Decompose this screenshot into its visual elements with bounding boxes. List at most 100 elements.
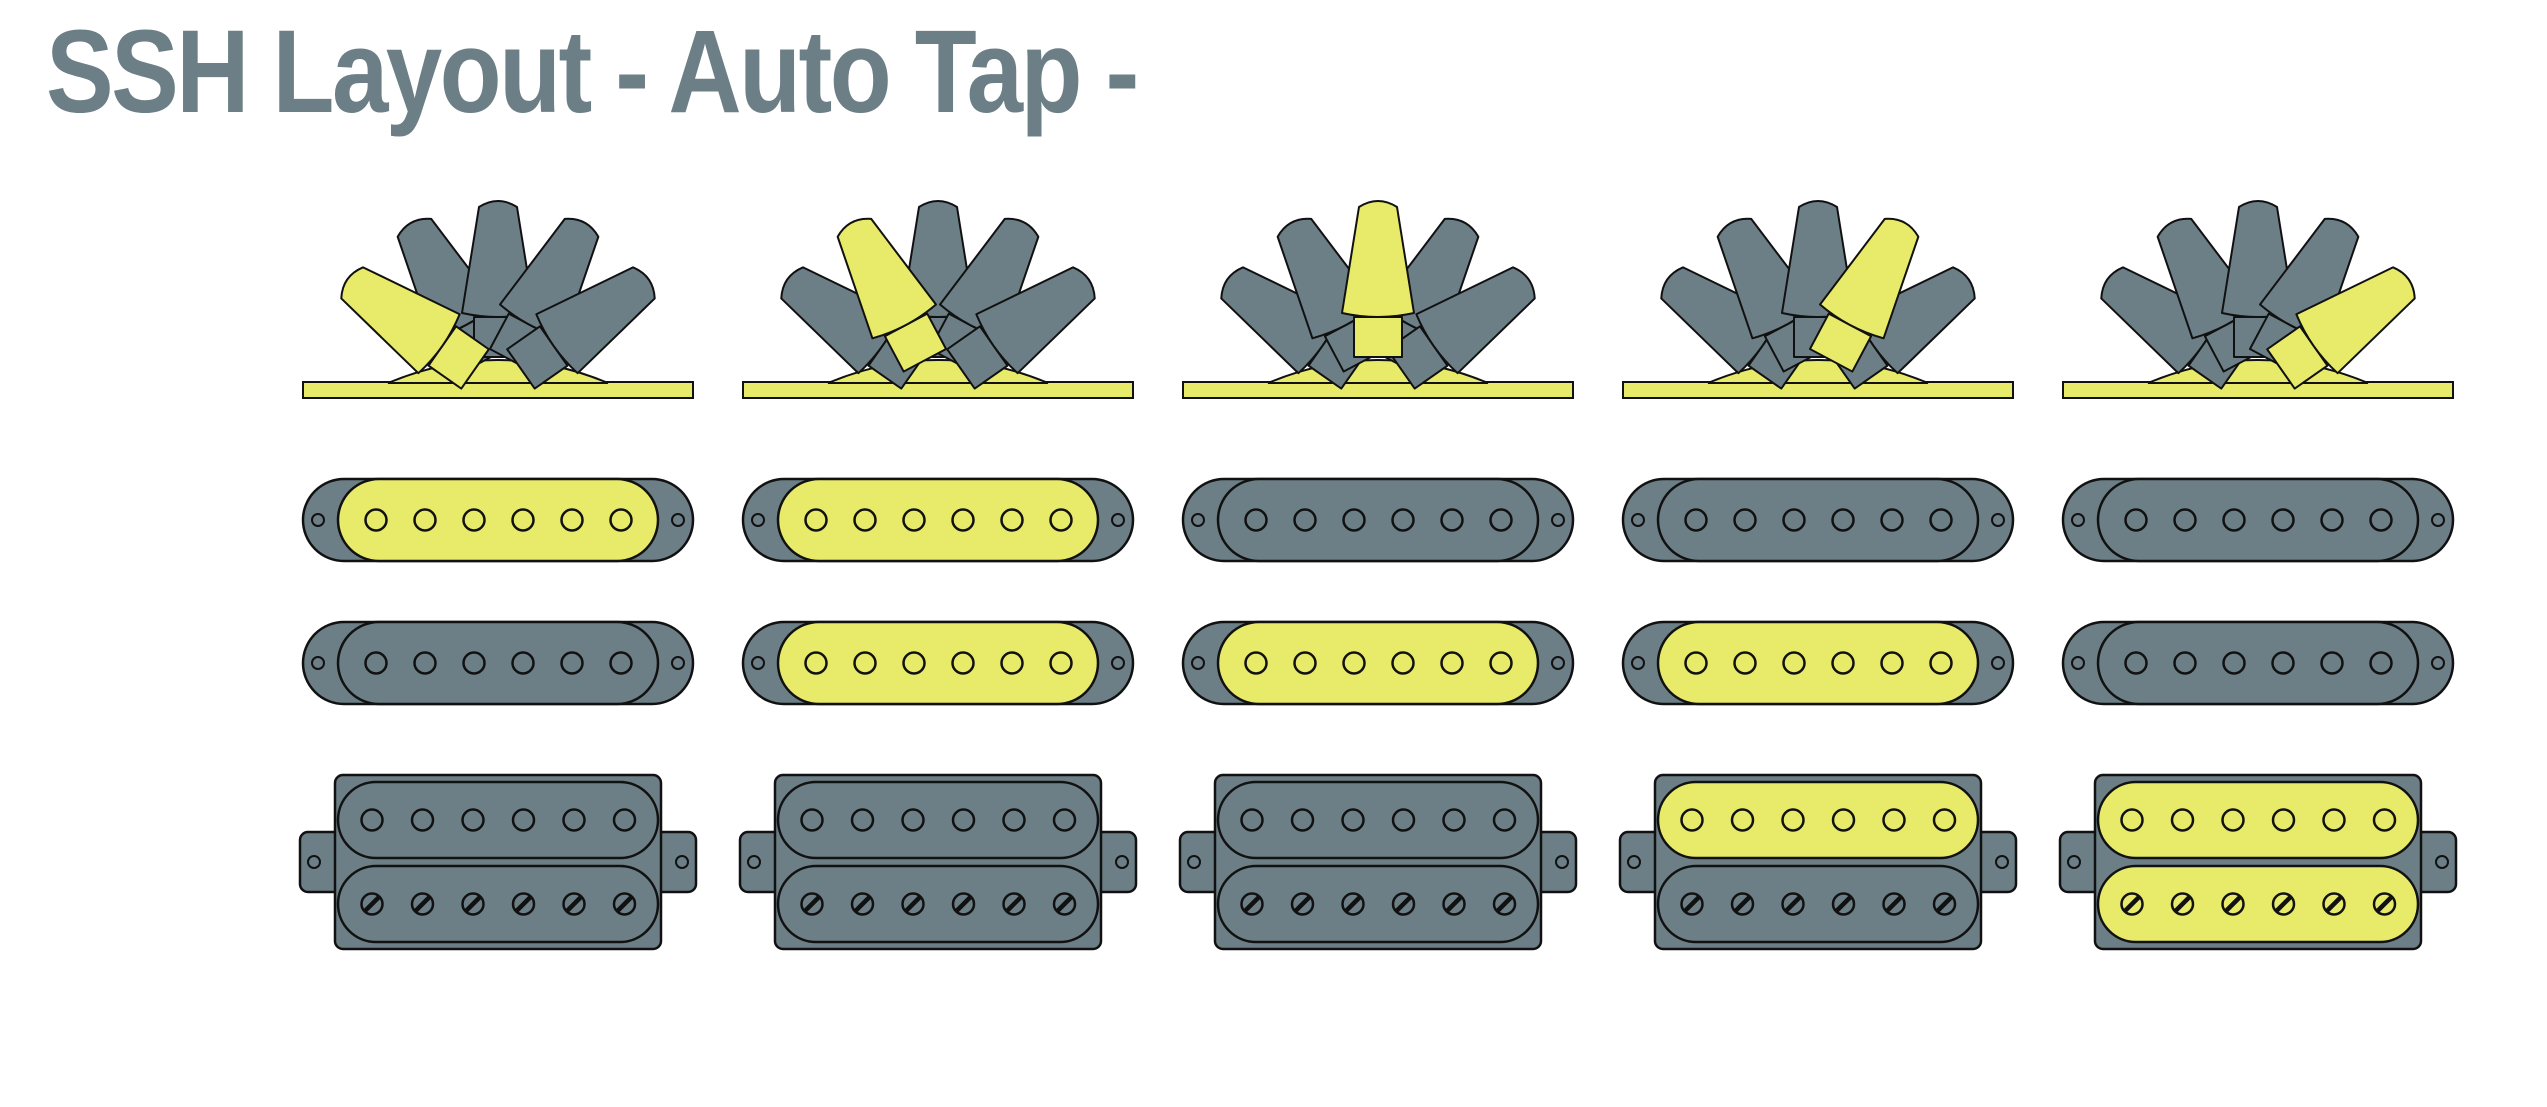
pole-piece-icon	[2221, 808, 2245, 832]
switch-plate	[2062, 381, 2454, 399]
pole-piece-icon	[560, 651, 584, 675]
screw-hole-icon	[2435, 855, 2449, 869]
pole-piece-icon	[2320, 508, 2344, 532]
screw-hole-icon	[1627, 855, 1641, 869]
screw-slot	[2375, 895, 2394, 913]
pole-piece-icon	[951, 808, 976, 832]
pole-piece-icon	[560, 508, 584, 532]
pole-piece-icon	[461, 808, 485, 832]
screw-slot	[954, 895, 973, 913]
screw-slot	[2173, 895, 2192, 913]
selector-switch	[742, 200, 1134, 399]
screw-pole-icon	[2322, 892, 2346, 916]
pole-piece-icon	[1293, 651, 1317, 675]
screw-hole-icon	[307, 855, 321, 869]
screw-slot	[2224, 895, 2242, 913]
pole-piece-icon	[1293, 508, 1317, 532]
pole-piece-icon	[511, 651, 535, 675]
pole-piece-icon	[1052, 808, 1077, 832]
screw-pole-icon	[1781, 892, 1805, 916]
screw-hole-icon	[2431, 513, 2445, 527]
pole-piece-icon	[609, 508, 633, 532]
screw-pole-icon	[850, 892, 875, 916]
screw-slot	[803, 895, 821, 913]
pole-piece-icon	[413, 651, 437, 675]
screw-pole-icon	[2271, 892, 2296, 916]
screw-hole-icon	[1191, 656, 1205, 670]
pole-piece-icon	[1489, 651, 1513, 675]
humbucker-pickup	[738, 773, 1138, 951]
screw-pole-icon	[1492, 892, 1517, 916]
humbucker-south-coil	[1656, 864, 1980, 944]
screw-slot	[2274, 895, 2293, 913]
pole-piece-icon	[804, 508, 828, 532]
screw-hole-icon	[1551, 656, 1565, 670]
screw-slot	[1683, 895, 1701, 913]
screw-slot	[2325, 895, 2343, 913]
pole-piece-icon	[1440, 651, 1464, 675]
screw-slot	[1784, 895, 1802, 913]
selector-switch	[302, 200, 694, 399]
pole-piece-icon	[1831, 651, 1855, 675]
pole-piece-icon	[364, 651, 388, 675]
screw-slot	[1445, 895, 1463, 913]
pole-piece-icon	[1882, 808, 1906, 832]
pole-piece-icon	[853, 651, 877, 675]
pole-piece-icon	[850, 808, 875, 832]
switch-plate	[302, 381, 694, 399]
pole-piece-icon	[2369, 651, 2393, 675]
screw-hole-icon	[1631, 513, 1645, 527]
pole-piece-icon	[1442, 808, 1466, 832]
screw-hole-icon	[311, 513, 325, 527]
pole-piece-icon	[1782, 508, 1806, 532]
lever-5	[506, 266, 656, 390]
pole-piece-icon	[1244, 651, 1268, 675]
screw-pole-icon	[1730, 892, 1755, 916]
pole-piece-icon	[1680, 808, 1704, 832]
pole-piece-icon	[1831, 808, 1856, 832]
pole-piece-icon	[1730, 808, 1755, 832]
pole-piece-icon	[951, 651, 975, 675]
screw-hole-icon	[1115, 855, 1129, 869]
pickup-cover	[1216, 477, 1540, 563]
selector-switch	[1182, 200, 1574, 399]
screw-pole-icon	[800, 892, 824, 916]
page-title: SSH Layout - Auto Tap -	[46, 6, 1139, 138]
pole-piece-icon	[612, 808, 637, 832]
pole-piece-icon	[410, 808, 435, 832]
screw-pole-icon	[612, 892, 637, 916]
pole-piece-icon	[1290, 808, 1315, 832]
pole-piece-icon	[462, 508, 486, 532]
screw-hole-icon	[2071, 656, 2085, 670]
pole-piece-icon	[2322, 808, 2346, 832]
single-coil-pickup	[741, 620, 1135, 706]
pole-piece-icon	[1880, 651, 1904, 675]
pole-piece-icon	[1782, 651, 1806, 675]
pole-piece-icon	[2271, 808, 2296, 832]
pickup-cover	[2096, 477, 2420, 563]
screw-hole-icon	[1991, 513, 2005, 527]
screw-hole-icon	[2071, 513, 2085, 527]
pole-piece-icon	[1929, 508, 1953, 532]
screw-slot	[413, 895, 432, 913]
pole-piece-icon	[1492, 808, 1517, 832]
pole-piece-icon	[804, 651, 828, 675]
pole-piece-icon	[853, 508, 877, 532]
pickup-cover	[336, 620, 660, 706]
single-coil-pickup	[1181, 477, 1575, 563]
pickup-cover	[2096, 620, 2420, 706]
pickup-cover	[776, 620, 1100, 706]
lever-4	[1808, 217, 1920, 373]
pickup-cover	[1656, 477, 1980, 563]
screw-pole-icon	[2221, 892, 2245, 916]
screw-pole-icon	[511, 892, 536, 916]
pickup-cover	[1216, 620, 1540, 706]
pole-piece-icon	[2222, 651, 2246, 675]
screw-pole-icon	[2372, 892, 2397, 916]
screw-pole-icon	[1831, 892, 1856, 916]
pickup-cover	[1656, 620, 1980, 706]
pole-piece-icon	[901, 808, 925, 832]
humbucker-pickup	[1618, 773, 2018, 951]
screw-pole-icon	[1240, 892, 1264, 916]
lever-5	[2266, 266, 2416, 390]
